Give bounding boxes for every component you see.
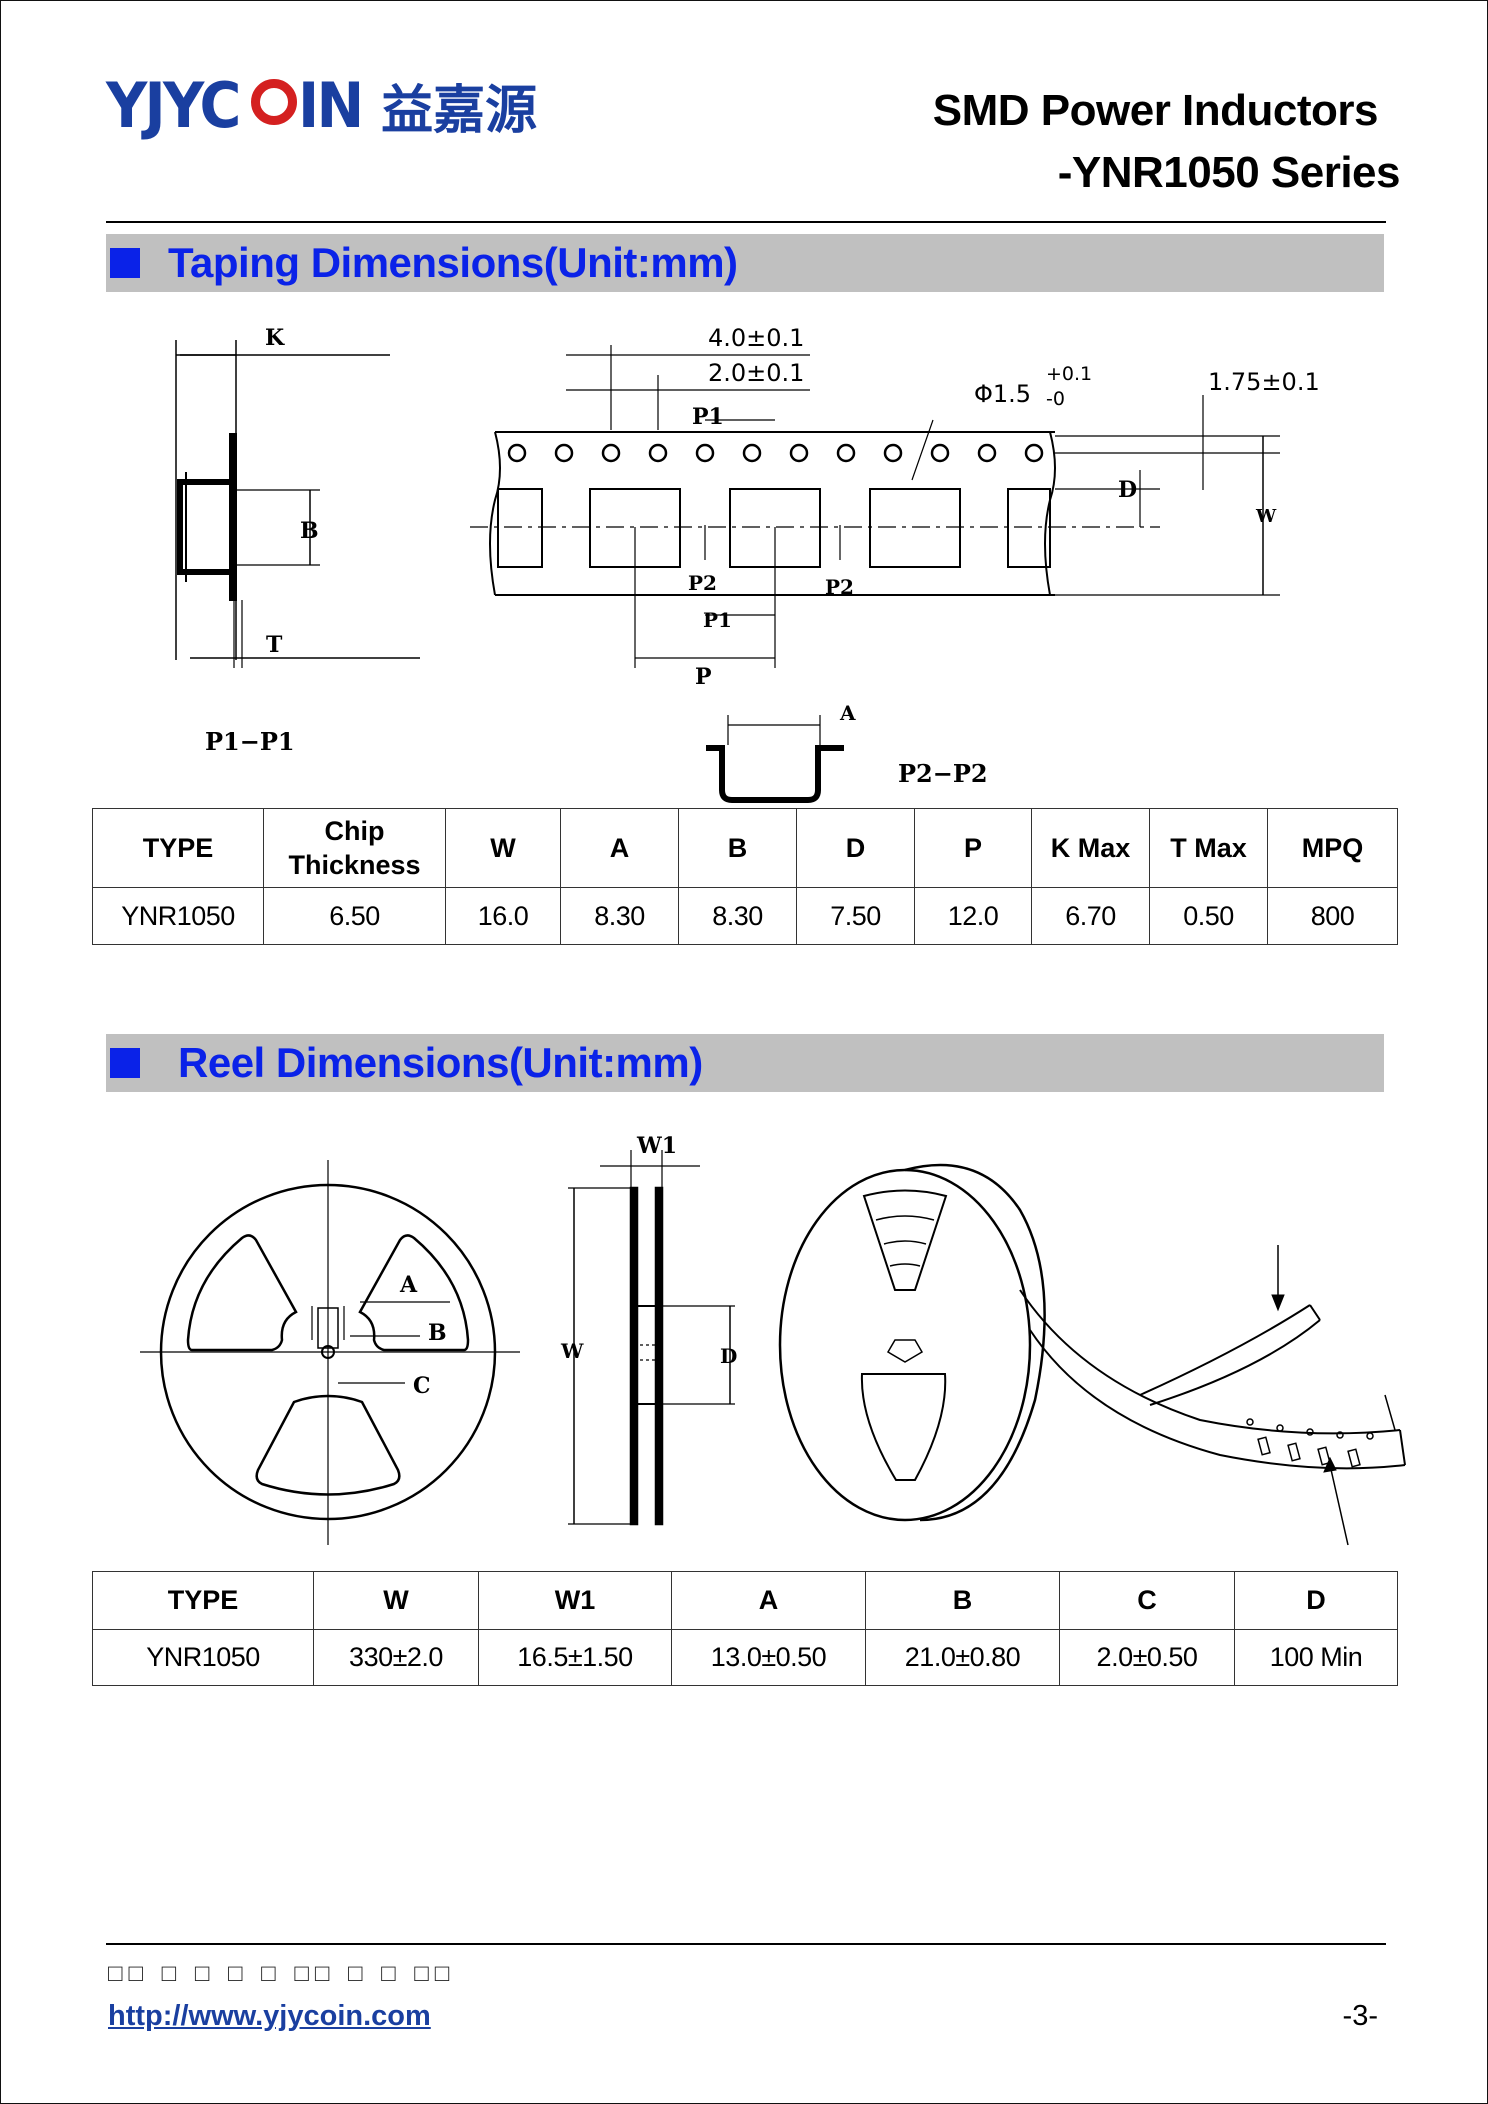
reel-header-type: TYPE	[92, 1571, 314, 1630]
reel-header-d: D	[1234, 1571, 1398, 1630]
taping-cell-k-max: 6.70	[1031, 887, 1150, 945]
heading-square-icon	[110, 248, 140, 278]
reel-label-c: C	[413, 1373, 431, 1399]
label-pitch-4: 4.0±0.1	[708, 324, 804, 352]
pocket-cross-section-p2	[706, 715, 844, 803]
label-k: K	[265, 325, 285, 351]
taping-table-row: YNR1050 6.50 16.0 8.30 8.30 7.50 12.0 6.…	[92, 887, 1398, 945]
reel-heading-text: Reel Dimensions(Unit:mm)	[178, 1039, 703, 1086]
taping-cell-d: 7.50	[796, 887, 915, 945]
logo-text-part1: YJYC	[106, 68, 241, 142]
taping-cell-p: 12.0	[914, 887, 1032, 945]
label-edge: 1.75±0.1	[1208, 368, 1320, 396]
taping-header-b: B	[678, 808, 797, 888]
taping-cell-chip-thickness: 6.50	[263, 887, 446, 945]
reel-front-view	[140, 1160, 520, 1545]
footer-rule	[106, 1943, 1386, 1945]
reel-table-row: YNR1050 330±2.0 16.5±1.50 13.0±0.50 21.0…	[92, 1629, 1398, 1686]
reel-cell-type: YNR1050	[92, 1629, 314, 1686]
reel-side-view	[568, 1150, 735, 1526]
taping-header-k-max: K Max	[1031, 808, 1150, 888]
reel-cell-b: 21.0±0.80	[865, 1629, 1060, 1686]
taping-header-p: P	[914, 808, 1032, 888]
header-rule	[106, 221, 1386, 223]
reel-header-a: A	[671, 1571, 866, 1630]
label-p1-top: P1	[692, 404, 724, 430]
reel-cell-d: 100 Min	[1234, 1629, 1398, 1686]
reel-cell-w: 330±2.0	[313, 1629, 479, 1686]
heading-square-icon	[110, 1048, 140, 1078]
page-number: -3-	[1342, 2000, 1378, 2032]
label-hole-dia: Φ1.5	[974, 380, 1031, 408]
footer-company-name: □□ □ □ □ □ □□ □ □ □□	[108, 1960, 456, 1987]
label-section-p1: P1−P1	[205, 727, 295, 756]
label-d: D	[1118, 477, 1137, 503]
taping-cell-type: YNR1050	[92, 887, 264, 945]
taping-cell-mpq: 800	[1267, 887, 1398, 945]
reel-perspective-view	[778, 1163, 1406, 1546]
logo-text-part2: IN	[298, 68, 364, 142]
title-line-1: SMD Power Inductors	[932, 86, 1379, 135]
label-t: T	[266, 632, 283, 658]
website-link[interactable]: http://www.yjycoin.com	[108, 2000, 431, 2032]
taping-header-t-max: T Max	[1149, 808, 1268, 888]
title-line-2: -YNR1050 Series	[1057, 148, 1401, 197]
reel-header-w: W	[313, 1571, 479, 1630]
reel-header-b: B	[865, 1571, 1060, 1630]
taping-header-d: D	[796, 808, 915, 888]
label-a-section: A	[839, 701, 856, 725]
logo-ring-icon	[251, 79, 298, 125]
label-w: W	[1255, 506, 1277, 527]
taping-header-mpq: MPQ	[1267, 808, 1398, 888]
taping-header-a: A	[560, 808, 679, 888]
reel-section-heading: Reel Dimensions(Unit:mm)	[106, 1034, 1384, 1092]
reel-header-c: C	[1059, 1571, 1235, 1630]
label-tol-minus: -0	[1046, 388, 1065, 410]
sprocket-holes	[507, 443, 1044, 463]
reel-cell-a: 13.0±0.50	[671, 1629, 866, 1686]
document-title: SMD Power Inductors -YNR1050 Series	[932, 80, 1401, 204]
taping-table-header-row: TYPE Chip Thickness W A B D P K Max T Ma…	[92, 808, 1398, 888]
reel-label-b: B	[428, 1320, 447, 1346]
label-pitch-2: 2.0±0.1	[708, 359, 804, 387]
taping-header-w: W	[445, 808, 561, 888]
label-p: P	[695, 664, 712, 690]
reel-label-a: A	[399, 1272, 418, 1298]
taping-heading-text: Taping Dimensions(Unit:mm)	[168, 239, 738, 286]
label-b: B	[300, 518, 319, 544]
label-section-p2: P2−P2	[898, 759, 988, 788]
taping-table: TYPE Chip Thickness W A B D P K Max T Ma…	[92, 808, 1398, 945]
taping-cell-b: 8.30	[678, 887, 797, 945]
taping-header-chip-thickness: Chip Thickness	[263, 808, 446, 888]
company-logo: YJYC IN 益嘉源	[106, 68, 538, 142]
reel-cell-c: 2.0±0.50	[1059, 1629, 1235, 1686]
reel-table-header-row: TYPE W W1 A B C D	[92, 1571, 1398, 1630]
reel-label-w: W	[560, 1339, 584, 1363]
taping-cell-w: 16.0	[445, 887, 561, 945]
label-p1-bottom: P1	[703, 608, 732, 632]
label-p2-right: P2	[825, 575, 854, 599]
tape-cross-section-p1	[175, 340, 420, 668]
reel-label-d: D	[720, 1344, 737, 1368]
taping-cell-a: 8.30	[560, 887, 679, 945]
label-p2-left: P2	[688, 571, 717, 595]
reel-table: TYPE W W1 A B C D YNR1050 330±2.0 16.5±1…	[92, 1571, 1398, 1686]
taping-cell-t-max: 0.50	[1149, 887, 1268, 945]
reel-diagram: A B C W1 W D	[140, 1133, 1406, 1546]
reel-header-w1: W1	[478, 1571, 672, 1630]
taping-diagram: K B T P1−P1 P1 D W P2 P2 P1 P A P2−P2 4.…	[175, 324, 1320, 803]
carrier-tape-strip	[470, 345, 1280, 668]
taping-section-heading: Taping Dimensions(Unit:mm)	[106, 234, 1384, 292]
reel-cell-w1: 16.5±1.50	[478, 1629, 672, 1686]
taping-header-type: TYPE	[92, 808, 264, 888]
label-tol-plus: +0.1	[1046, 363, 1092, 385]
reel-label-w1: W1	[636, 1133, 677, 1159]
logo-cjk-text: 益嘉源	[381, 79, 538, 141]
